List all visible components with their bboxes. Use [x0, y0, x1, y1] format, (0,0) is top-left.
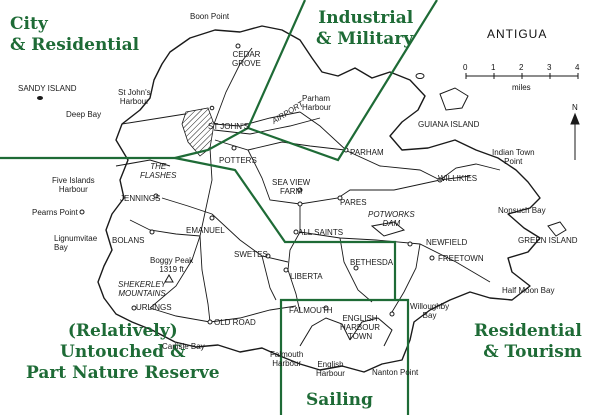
zone-industrial-military: Industrial & Military — [316, 8, 414, 49]
place-parham-harbour: Parham Harbour — [302, 94, 331, 112]
place-carlisle-bay: Carlisle Bay — [162, 342, 205, 351]
potworks-dam — [370, 221, 406, 237]
place-nonsuch-bay: Nonsuch Bay — [498, 206, 546, 215]
map-title: ANTIGUA — [487, 27, 548, 41]
place-deep-bay: Deep Bay — [66, 110, 102, 119]
zone-boundaries — [0, 0, 438, 415]
five-islands-inlet — [115, 159, 171, 167]
scale-tick-4: 4 — [575, 63, 580, 72]
place-bolans: BOLANS — [112, 236, 145, 245]
place-willikies: WILLIKIES — [438, 174, 478, 183]
place-nanton-point: Nanton Point — [372, 368, 419, 377]
scale-tick-1: 1 — [491, 63, 496, 72]
st-johns-urban-area — [181, 107, 215, 157]
scale-bar — [465, 73, 579, 79]
place-emanuel: EMANUEL — [186, 226, 225, 235]
place-all-saints: ALL SAINTS — [298, 228, 344, 237]
guiana-island — [439, 87, 469, 111]
place-the-flashes: THE FLASHES — [140, 162, 177, 180]
place-five-islands-harbour: Five Islands Harbour — [52, 176, 95, 194]
place-boon-point: Boon Point — [190, 12, 230, 21]
place-cedar-grove: CEDAR GROVE — [232, 50, 261, 68]
zone-residential-tourism: Residential & Tourism — [474, 321, 582, 362]
north-arrow — [570, 112, 580, 160]
scale-tick-0: 0 — [463, 63, 468, 72]
place-old-road: OLD ROAD — [214, 318, 256, 327]
place-half-moon-bay: Half Moon Bay — [502, 286, 555, 295]
place-boggy-peak: Boggy Peak 1319 ft — [150, 256, 194, 274]
place-indian-town-point: Indian Town Point — [492, 148, 535, 166]
scale-tick-2: 2 — [519, 63, 524, 72]
place-willoughby-bay: Willoughby Bay — [410, 302, 450, 320]
place-green-island: GREEN ISLAND — [518, 236, 578, 245]
place-english-harbour-town: ENGLISH HARBOUR TOWN — [340, 314, 381, 341]
place-jennings: JENNINGS — [120, 194, 161, 203]
zone-untouched: (Relatively) Untouched & Part Nature Res… — [26, 321, 220, 383]
zone-city-residential: City & Residential — [10, 14, 140, 55]
north-label: N — [572, 103, 578, 112]
place-parham: PARHAM — [350, 148, 384, 157]
place-bethesda: BETHESDA — [350, 258, 394, 267]
settlement-markers — [79, 43, 443, 325]
place-sandy-island: SANDY ISLAND — [18, 84, 77, 93]
place-pearns-point: Pearns Point — [32, 208, 78, 217]
zone-sailing: Sailing — [306, 390, 373, 410]
place-freetown: FREETOWN — [438, 254, 484, 263]
place-falmouth: FALMOUTH — [289, 306, 333, 315]
scale-unit: miles — [512, 83, 531, 92]
place-st-johns: ST JOHN'S — [208, 122, 249, 131]
place-falmouth-harbour: Falmouth Harbour — [270, 350, 304, 368]
place-shekerley-mountains: SHEKERLEY MOUNTAINS — [118, 280, 167, 298]
place-newfield: NEWFIELD — [426, 238, 468, 247]
scale-tick-3: 3 — [547, 63, 552, 72]
place-potters: POTTERS — [219, 156, 257, 165]
place-sea-view-farm: SEA VIEW FARM — [272, 178, 311, 196]
st-johns-harbour-inlet — [121, 113, 186, 125]
place-lignumvitae-bay: Lignumvitae Bay — [54, 234, 98, 252]
boggy-peak-icon — [164, 273, 174, 283]
place-potworks-dam: POTWORKS DAM — [368, 210, 415, 228]
place-english-harbour: English Harbour — [316, 360, 345, 378]
road-network — [129, 47, 501, 323]
place-guiana-island: GUIANA ISLAND — [418, 120, 480, 129]
place-liberta: LIBERTA — [290, 272, 323, 281]
place-swetes: SWETES — [234, 250, 268, 259]
place-urlings: URLINGS — [136, 303, 172, 312]
sandy-island — [37, 96, 43, 100]
island-outline — [97, 25, 541, 373]
place-pares: PARES — [340, 198, 367, 207]
place-st-johns-harbour: St John's Harbour — [118, 88, 151, 106]
north-islet — [415, 73, 425, 79]
green-island — [547, 221, 567, 237]
falmouth-harbour-shore — [299, 317, 351, 347]
english-harbour-shore — [349, 317, 393, 347]
